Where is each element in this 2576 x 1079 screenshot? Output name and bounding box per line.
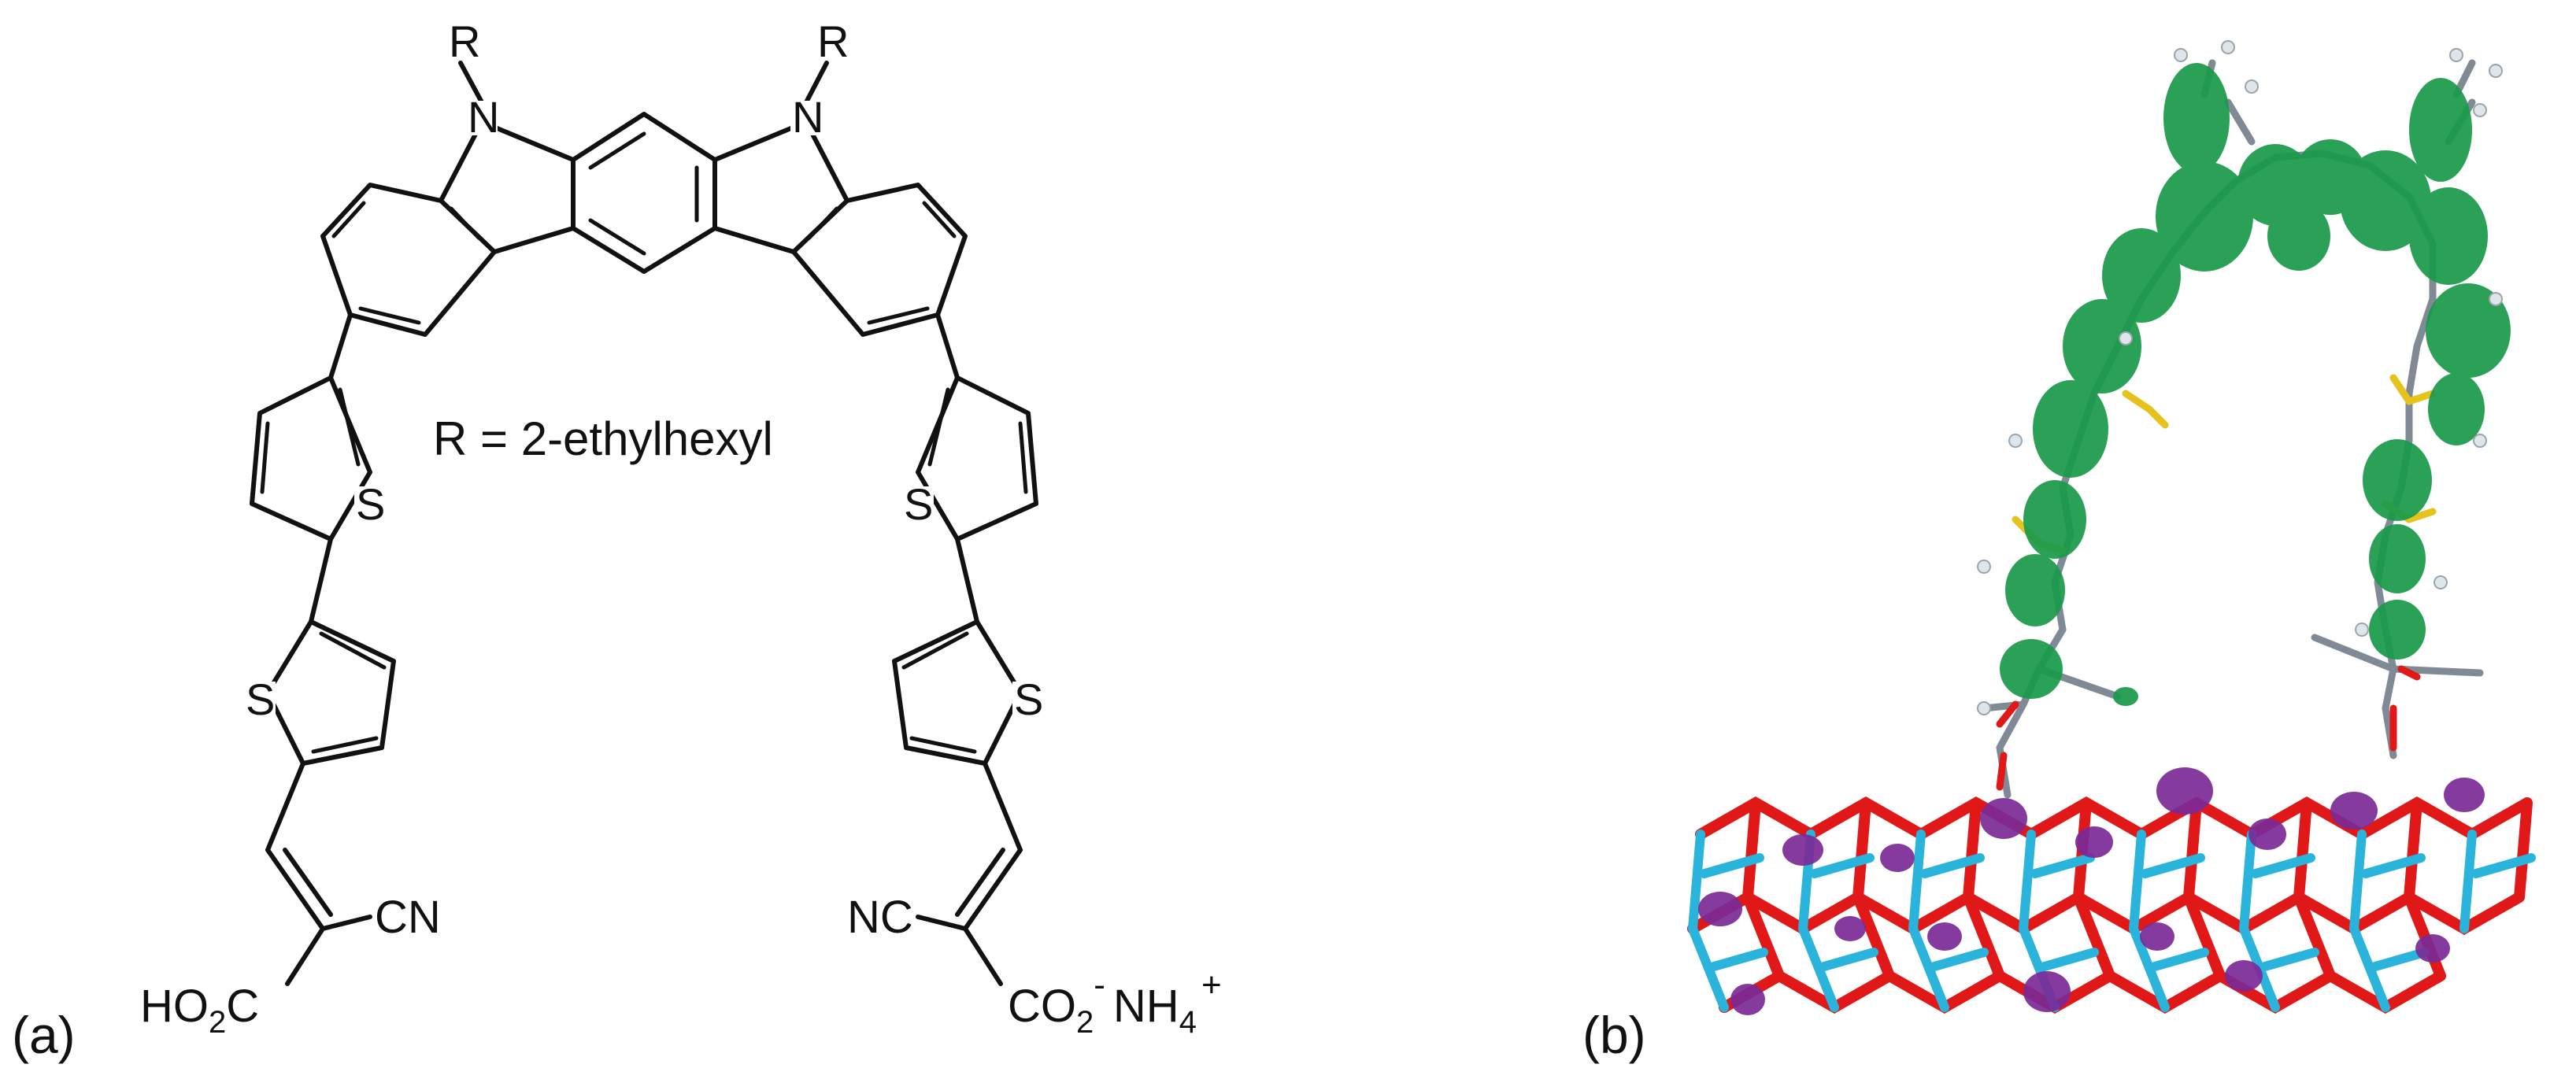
right-thiophene-1	[916, 375, 1038, 541]
right-thiophene-1-inner	[927, 387, 1028, 494]
left-vinyl-bond	[265, 761, 305, 852]
homo-orbital-lobes	[2000, 63, 2511, 706]
central-benzene-ring	[571, 112, 717, 274]
atom-knockouts	[244, 101, 1044, 718]
s-atom-right-2: S	[1014, 674, 1043, 724]
cn-left-label: CN	[375, 892, 441, 943]
r-label-left: R	[449, 17, 480, 66]
panel-b-label: (b)	[1582, 1006, 1646, 1064]
left-thiophene-2-inner	[311, 631, 387, 754]
left-pyrrole-ring	[439, 120, 576, 254]
left-link-bond-2	[309, 537, 333, 624]
left-carboxyl-bond	[285, 926, 325, 986]
nc-right-label: NC	[847, 892, 913, 943]
left-link-bond-1	[328, 312, 353, 380]
acid-left-label: HO2C	[140, 981, 259, 1040]
s-atom-left-1: S	[356, 479, 385, 529]
left-cn-bond	[320, 915, 372, 931]
n-atom-left: N	[468, 92, 499, 142]
tio2-oxygen-bonds	[1687, 796, 2533, 1014]
right-carboxylate-bond	[963, 926, 1003, 986]
panel-a-label: (a)	[12, 1006, 76, 1064]
lumo-orbital-lobes	[1698, 767, 2485, 1015]
tio2-slab	[1687, 796, 2536, 1014]
right-thiophene-2-inner	[901, 631, 977, 754]
left-thiophene-1	[250, 375, 372, 541]
right-double-bond	[955, 848, 1023, 931]
right-link-bond-1	[935, 312, 960, 380]
right-pyrrole-ring	[712, 120, 849, 254]
carboxylate-salt-label: CO2-NH4+	[1008, 966, 1222, 1040]
left-n-r-bond	[458, 61, 484, 105]
tio2-titanium-bonds	[1687, 830, 2536, 1012]
dye-oxygen-bonds	[1996, 665, 2421, 791]
s-atom-right-1: S	[904, 479, 933, 529]
left-double-bond	[265, 848, 333, 931]
substituent-note: R = 2-ethylhexyl	[433, 412, 773, 465]
right-thiophene-2	[892, 619, 1023, 766]
n-atom-right: N	[792, 92, 824, 142]
panel-a-labels: R R N N S S S S R = 2-ethylhexyl CN NC H…	[12, 17, 1222, 1064]
central-benzene-inner	[588, 131, 699, 256]
r-label-right: R	[817, 17, 849, 66]
right-vinyl-bond	[983, 761, 1023, 852]
left-benzene-ring	[320, 183, 497, 337]
panel-b-render: (b)	[1582, 40, 2536, 1064]
panel-a-structure	[250, 61, 1038, 986]
left-benzene-inner	[331, 201, 481, 325]
left-thiophene-2	[265, 619, 396, 766]
right-benzene-inner	[807, 201, 957, 325]
right-link-bond-2	[955, 537, 979, 624]
right-benzene-ring	[791, 183, 968, 337]
right-nc-bond	[916, 915, 968, 931]
right-n-r-bond	[804, 61, 829, 105]
hydrogen-atoms	[1977, 40, 2503, 715]
left-thiophene-1-inner	[260, 387, 361, 494]
s-atom-left-2: S	[246, 674, 275, 724]
